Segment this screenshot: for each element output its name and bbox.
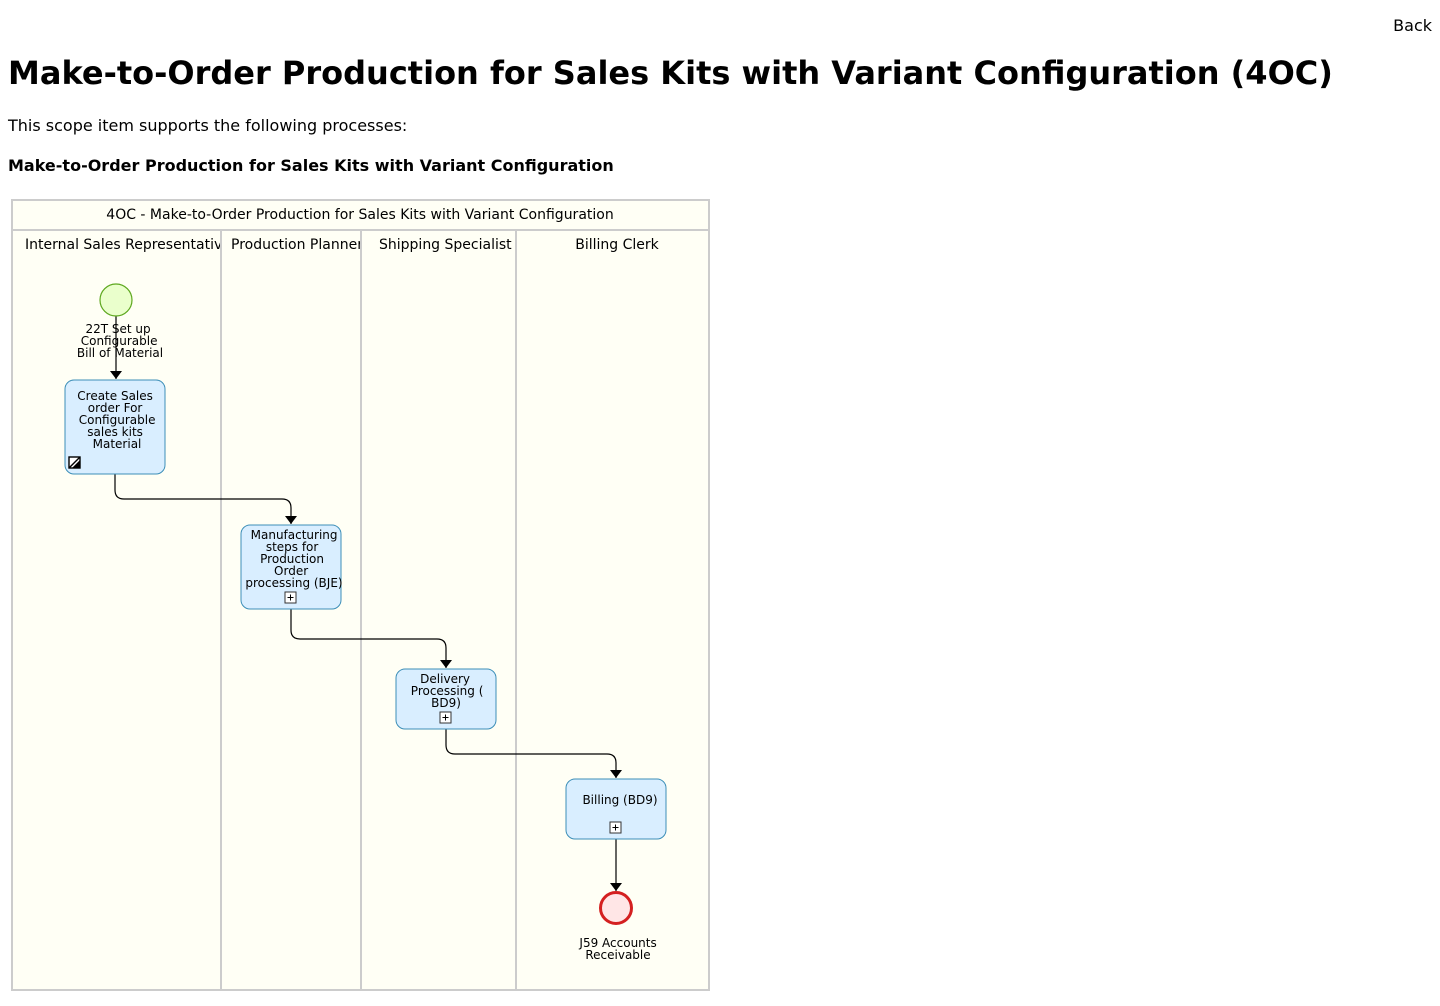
task-box[interactable] [565, 778, 667, 840]
lane-label-internal-sales-representative: Internal Sales Representative [25, 237, 231, 253]
task-label: Create Sales order For Configurable sale… [77, 389, 159, 451]
task-label: Delivery Processing ( BD9) [411, 672, 487, 710]
task-billing[interactable]: Billing (BD9) [565, 778, 667, 840]
task-label: Billing (BD9) [582, 793, 657, 807]
bpmn-diagram: 4OC - Make-to-Order Production for Sales… [11, 199, 710, 991]
task-delivery-processing[interactable]: Delivery Processing ( BD9) [395, 668, 497, 730]
sequence-flow [445, 729, 622, 778]
start-event[interactable] [99, 283, 133, 317]
sequence-flow [290, 609, 452, 668]
manual-task-icon [68, 456, 81, 469]
process-diagram: 4OC - Make-to-Order Production for Sales… [11, 199, 710, 992]
lane-label-billing-clerk: Billing Clerk [575, 237, 659, 253]
subprocess-expand-icon[interactable] [284, 591, 297, 604]
task-create-sales-order[interactable]: Create Sales order For Configurable sale… [64, 379, 166, 475]
back-link[interactable]: Back [1393, 16, 1432, 35]
sequence-flow [114, 474, 297, 524]
start-event-label: 22T Set up Configurable Bill of Material [77, 322, 163, 360]
intro-text: This scope item supports the following p… [8, 116, 408, 135]
task-box[interactable] [240, 524, 342, 610]
lane-label-production-planner: Production Planner [231, 237, 363, 253]
process-heading: Make-to-Order Production for Sales Kits … [8, 156, 614, 175]
lane-label-shipping-specialist: Shipping Specialist [379, 237, 512, 253]
page-title: Make-to-Order Production for Sales Kits … [8, 54, 1333, 92]
task-manufacturing-steps[interactable]: Manufacturing steps for Production Order… [240, 524, 343, 610]
end-event[interactable] [599, 891, 633, 925]
subprocess-expand-icon[interactable] [609, 821, 622, 834]
subprocess-expand-icon[interactable] [439, 711, 452, 724]
task-label: Manufacturing steps for Production Order… [245, 528, 342, 590]
task-box[interactable] [395, 668, 497, 730]
pool-title: 4OC - Make-to-Order Production for Sales… [106, 207, 613, 223]
end-event-label: J59 Accounts Receivable [578, 936, 660, 962]
task-box[interactable] [64, 379, 166, 475]
